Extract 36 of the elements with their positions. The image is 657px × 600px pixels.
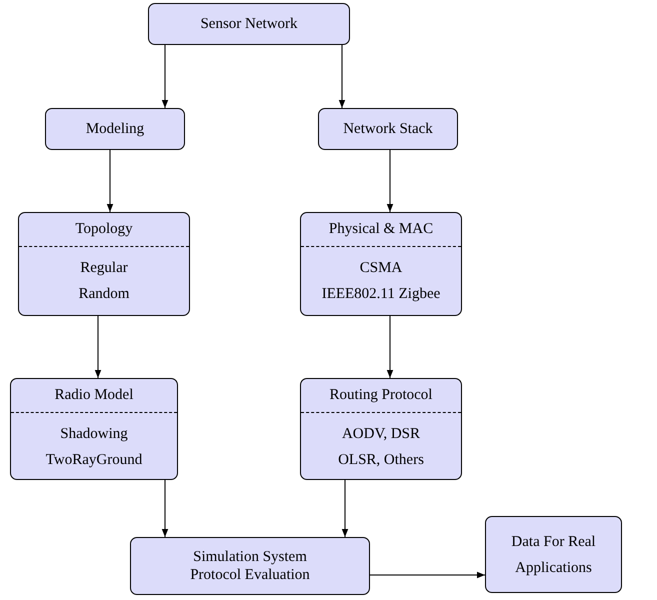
box-text: Simulation System bbox=[193, 548, 307, 566]
arrow bbox=[386, 316, 394, 378]
process-box bbox=[130, 537, 370, 595]
process-box bbox=[18, 212, 190, 316]
process-box bbox=[485, 516, 622, 593]
arrow bbox=[386, 150, 394, 212]
arrow bbox=[162, 44, 168, 108]
box-text: Data For Real Applications bbox=[510, 532, 597, 578]
box-text: Modeling bbox=[86, 120, 144, 138]
box-text: CSMA bbox=[360, 259, 402, 277]
box-text: AODV, DSR bbox=[342, 425, 420, 443]
arrow bbox=[106, 150, 114, 212]
box-text: OLSR, Others bbox=[338, 451, 424, 469]
box-text: IEEE802.11 Zigbee bbox=[322, 285, 440, 303]
process-box bbox=[45, 108, 185, 150]
box-text: Network Stack bbox=[343, 120, 433, 138]
box-heading: Topology bbox=[19, 213, 189, 247]
box-text: Sensor Network bbox=[200, 15, 298, 33]
box-text: Random bbox=[78, 285, 130, 303]
box-text: TwoRayGround bbox=[46, 451, 142, 469]
box-text: Regular bbox=[80, 259, 128, 277]
process-box bbox=[318, 108, 458, 150]
arrow bbox=[342, 480, 348, 538]
box-text: Shadowing bbox=[60, 425, 128, 443]
process-box bbox=[300, 212, 462, 316]
process-box bbox=[10, 378, 178, 480]
box-heading: Physical & MAC bbox=[301, 213, 461, 247]
process-box bbox=[300, 378, 462, 480]
box-heading: Radio Model bbox=[11, 379, 177, 413]
arrow bbox=[94, 316, 102, 378]
process-box bbox=[148, 3, 350, 45]
arrow bbox=[162, 480, 168, 538]
box-heading: Routing Protocol bbox=[301, 379, 461, 413]
arrow bbox=[370, 572, 486, 578]
box-text: Protocol Evaluation bbox=[190, 566, 310, 584]
arrow bbox=[338, 44, 346, 108]
